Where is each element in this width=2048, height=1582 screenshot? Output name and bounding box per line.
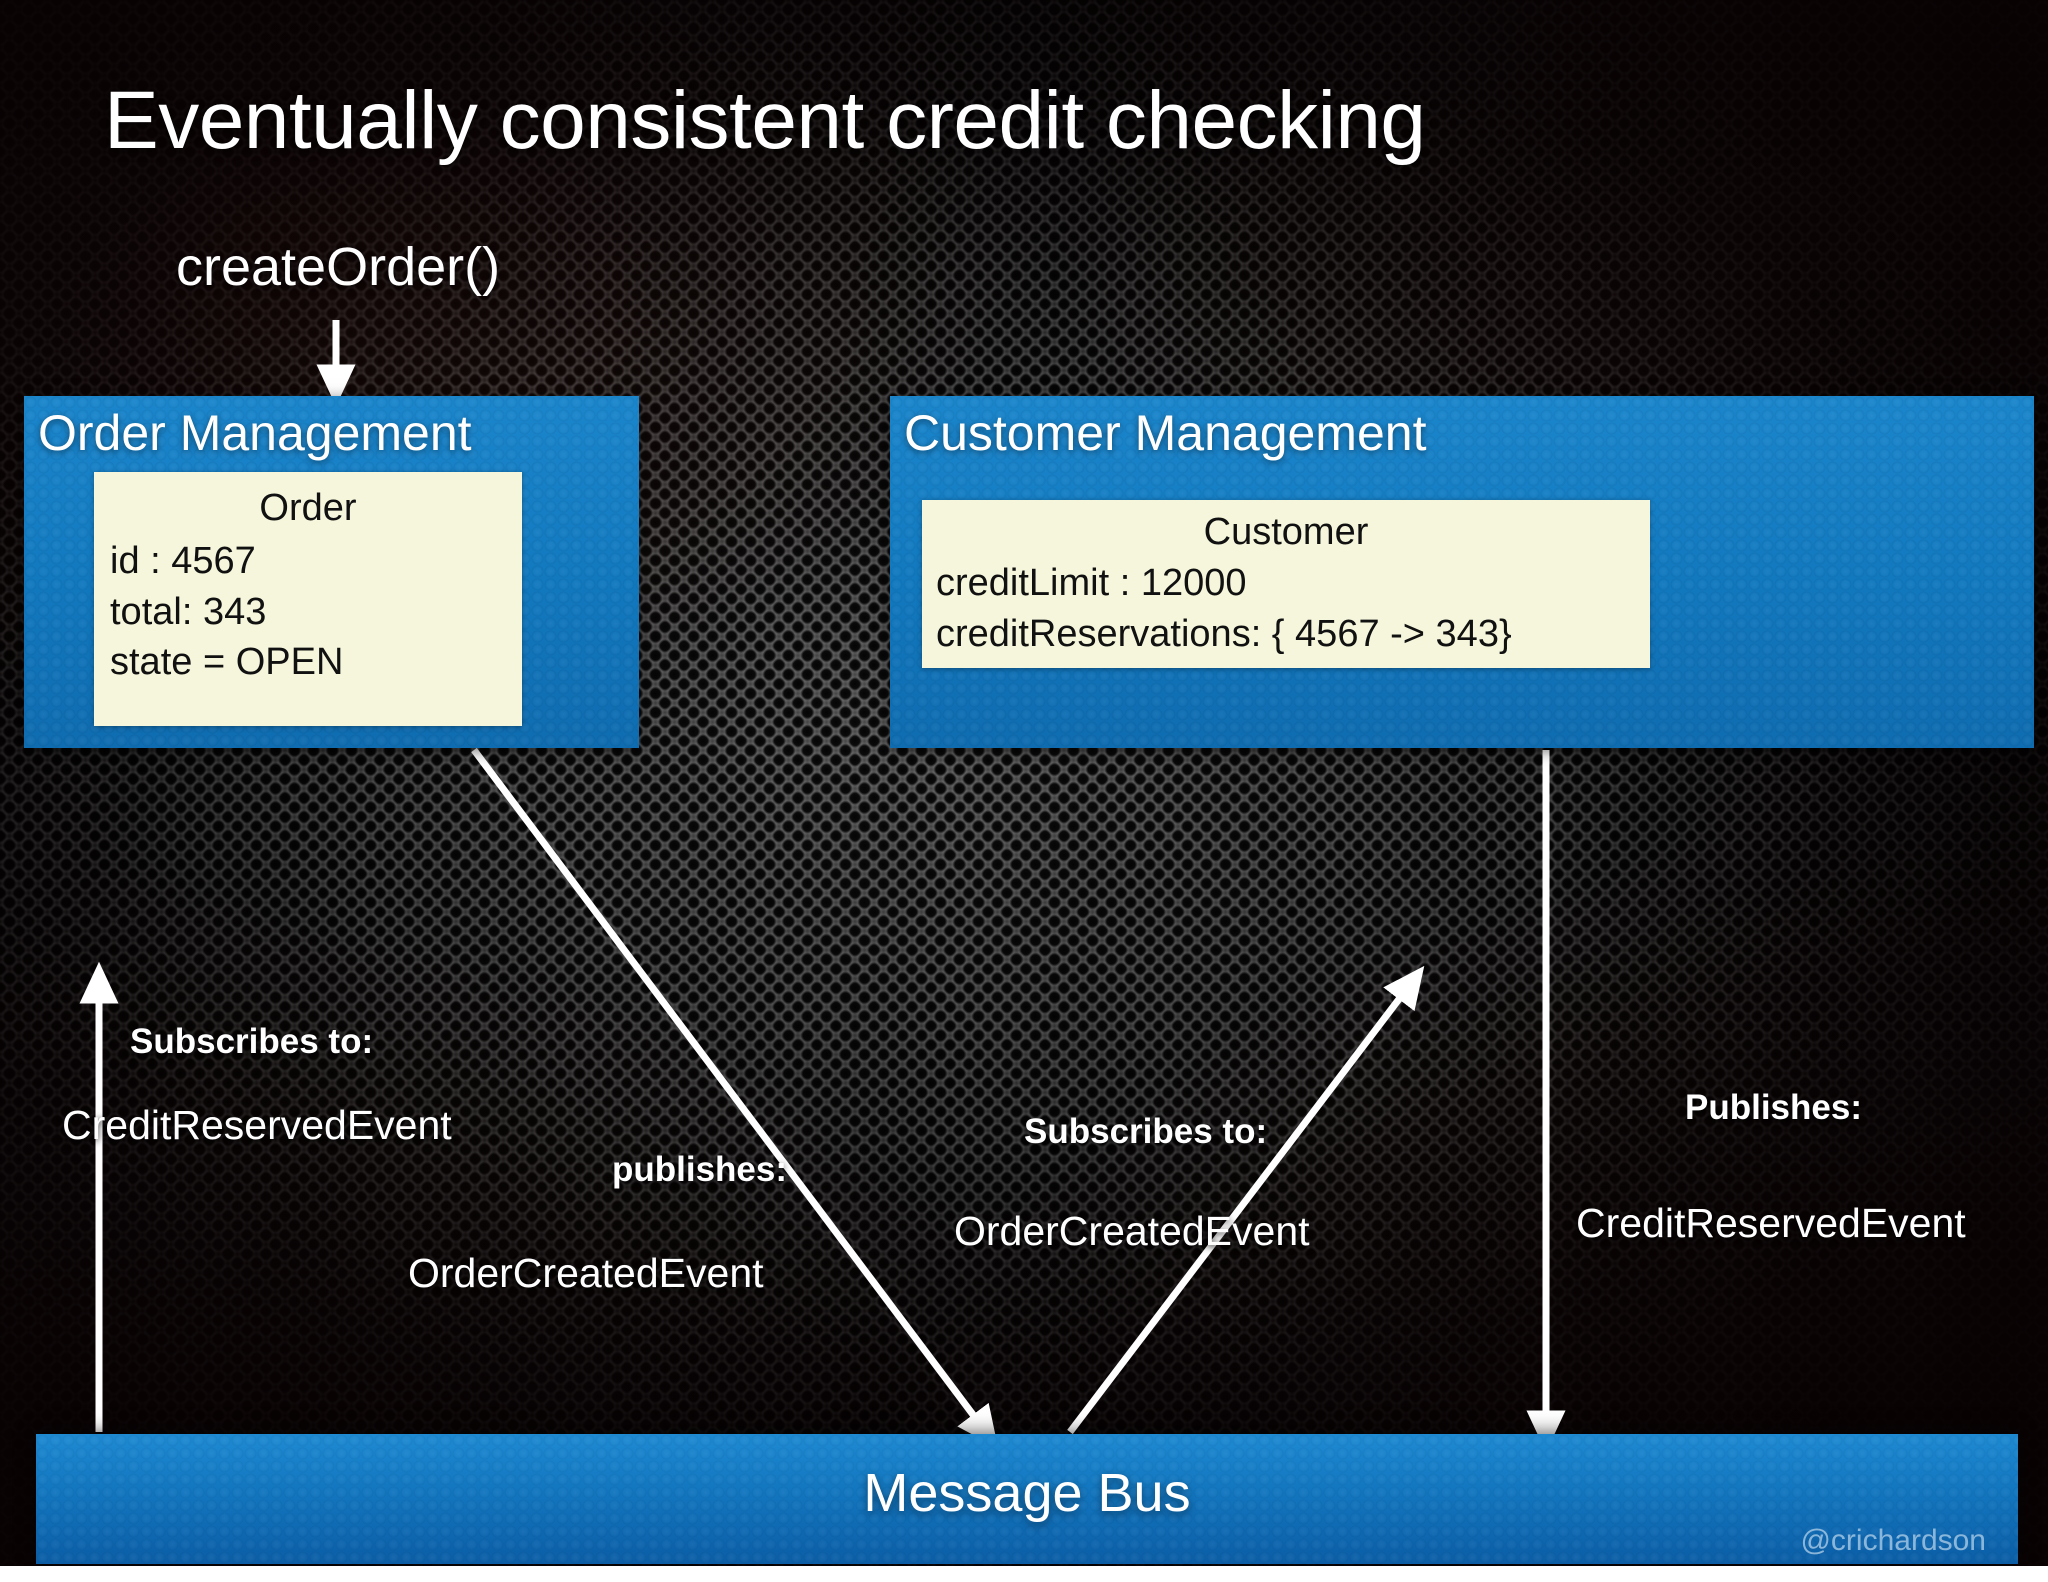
label-order-subscribes-heading: Subscribes to: <box>130 1022 374 1061</box>
label-customer-publishes-event: CreditReservedEvent <box>1576 1200 1966 1246</box>
label-order-publishes-event: OrderCreatedEvent <box>408 1250 764 1296</box>
entity-card-customer: Customer creditLimit : 12000 creditReser… <box>922 500 1650 668</box>
entity-field-order-id: id : 4567 <box>110 539 256 582</box>
service-title-order-management: Order Management <box>38 405 472 461</box>
create-order-call-label: createOrder() <box>176 237 501 297</box>
message-bus-bar[interactable]: Message Bus @crichardson <box>36 1434 2018 1564</box>
label-customer-publishes-heading: Publishes: <box>1685 1088 1862 1127</box>
label-order-subscribes-event: CreditReservedEvent <box>62 1102 452 1148</box>
entity-field-order-total: total: 343 <box>110 590 267 633</box>
entity-field-customer-credit-limit: creditLimit : 12000 <box>936 561 1247 604</box>
service-box-order-management[interactable]: Order Management Order id : 4567 total: … <box>24 396 639 748</box>
entity-name-customer: Customer <box>1203 511 1369 553</box>
author-watermark: @crichardson <box>1800 1524 1986 1557</box>
message-bus-label: Message Bus <box>863 1463 1191 1523</box>
entity-field-customer-credit-reservations: creditReservations: { 4567 -> 343} <box>936 612 1512 655</box>
label-customer-subscribes-event: OrderCreatedEvent <box>954 1208 1310 1254</box>
service-box-customer-management[interactable]: Customer Management Customer creditLimit… <box>890 396 2034 748</box>
entity-field-order-state: state = OPEN <box>110 641 344 684</box>
service-title-customer-management: Customer Management <box>904 405 1427 461</box>
bottom-strip <box>0 1566 2048 1582</box>
entity-name-order: Order <box>259 487 357 529</box>
slide-title: Eventually consistent credit checking <box>104 75 1426 166</box>
label-order-publishes-heading: publishes: <box>612 1150 788 1189</box>
entity-card-order: Order id : 4567 total: 343 state = OPEN <box>94 472 522 726</box>
label-customer-subscribes-heading: Subscribes to: <box>1024 1112 1268 1151</box>
